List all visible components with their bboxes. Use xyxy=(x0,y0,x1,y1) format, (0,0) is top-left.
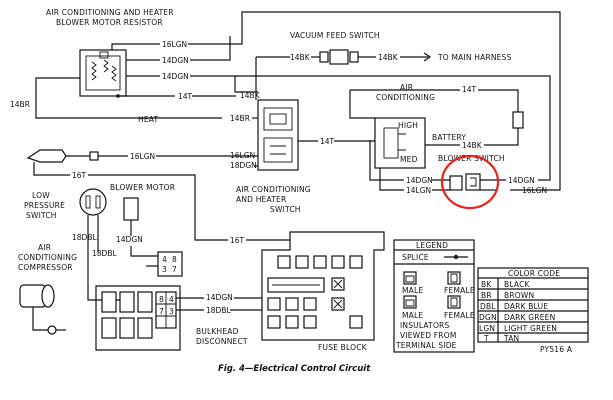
legend-female-1: FEMALE xyxy=(444,286,475,295)
legend-male-2: MALE xyxy=(402,311,423,320)
wire-label-16lgn-3: 16LGN xyxy=(522,186,547,195)
legend-male-1: MALE xyxy=(402,286,423,295)
low-pressure-label-2: PRESSURE xyxy=(24,201,65,210)
color-code-row: LIGHT GREEN xyxy=(504,324,557,333)
ac-heater-switch-label-1: AIR CONDITIONING xyxy=(236,185,311,194)
wire-label-16lgn-4: 16LGN xyxy=(130,152,155,161)
bulkhead-disconnect: 8 4 7 3 xyxy=(95,285,181,351)
conn-num-7b: 7 xyxy=(159,307,164,316)
bulkhead-label-2: DISCONNECT xyxy=(196,337,248,346)
conn-num-7a: 7 xyxy=(172,265,177,274)
legend-note-1: INSULATORS xyxy=(400,321,449,330)
wire-label-18dbl-3: 18DBL xyxy=(206,306,231,315)
color-code-row: DARK GREEN xyxy=(504,313,555,322)
low-pressure-switch xyxy=(79,188,107,216)
vacuum-switch-label: VACUUM FEED SWITCH xyxy=(290,31,380,40)
wire-label-14bk-1: 14BK xyxy=(290,53,311,62)
wire-label-14dgn-4: 14DGN xyxy=(508,176,535,185)
wire-label-14dgn-3: 14DGN xyxy=(406,176,433,185)
blower-motor-resistor xyxy=(79,49,127,97)
wire-label-16t-1: 16T xyxy=(72,171,87,180)
med-label: MED xyxy=(400,155,418,164)
color-code-row: BROWN xyxy=(504,291,534,300)
probe-connector xyxy=(26,149,128,163)
wire-label-14dgn-6: 14DGN xyxy=(206,293,233,302)
wire-label-16lgn-1: 16LGN xyxy=(162,40,187,49)
ac-heater-switch-label-3: SWITCH xyxy=(270,205,301,214)
wire-label-18dbl-2: 18DBL xyxy=(92,249,117,258)
wire-label-14t-3: 14T xyxy=(462,85,477,94)
fuse-block-label: FUSE BLOCK xyxy=(318,343,368,352)
legend-note-3: TERMINAL SIDE xyxy=(395,341,457,350)
wire-label-14br-2: 14BR xyxy=(230,114,250,123)
wire-label-14t-2: 14T xyxy=(320,137,335,146)
ac-heater-switch xyxy=(257,99,299,171)
bulkhead-label-1: BULKHEAD xyxy=(196,327,239,336)
high-label: HIGH xyxy=(398,121,418,130)
color-code-row: LGN xyxy=(479,324,495,333)
wire-label-14lgn: 14LGN xyxy=(406,186,431,195)
wire-label-14bk-2: 14BK xyxy=(378,53,399,62)
to-main-harness-label: TO MAIN HARNESS xyxy=(437,53,512,62)
ac-compressor xyxy=(19,284,66,335)
low-pressure-label-3: SWITCH xyxy=(26,211,57,220)
blower-switch xyxy=(374,117,426,169)
wire-label-18dgn: 18DGN xyxy=(230,161,257,170)
blower-switch-label: BLOWER SWITCH xyxy=(438,154,505,163)
ac-label-2: CONDITIONING xyxy=(376,93,435,102)
wire-label-14br-1: 14BR xyxy=(10,100,30,109)
resistor-label-1: AIR CONDITIONING AND HEATER xyxy=(46,8,174,17)
ac-label-1: AIR xyxy=(400,83,413,92)
conn-num-3a: 3 xyxy=(162,265,167,274)
highlight-circle xyxy=(440,154,500,210)
blower-connector: 4 8 3 7 xyxy=(157,251,183,277)
wire-label-14bk-4: 14BK xyxy=(462,141,483,150)
color-code-row: T xyxy=(483,334,489,343)
color-code-row: BK xyxy=(481,280,492,289)
legend-title: LEGEND xyxy=(416,241,448,250)
legend-box xyxy=(393,239,475,353)
conn-num-8a: 8 xyxy=(172,255,177,264)
fuse-block xyxy=(261,231,385,341)
compressor-label-3: COMPRESSOR xyxy=(18,263,73,272)
conn-num-3b: 3 xyxy=(169,307,174,316)
legend-splice: SPLICE xyxy=(402,253,429,262)
ac-heater-switch-label-2: AND HEATER xyxy=(236,195,286,204)
wire-label-16t-2: 16T xyxy=(230,236,245,245)
color-code-table xyxy=(477,267,589,343)
conn-num-4b: 4 xyxy=(169,295,174,304)
wire-label-14dgn-5: 14DGN xyxy=(116,235,143,244)
resistor-label-2: BLOWER MOTOR RESISTOR xyxy=(56,18,163,27)
battery-label: BATTERY xyxy=(432,133,466,142)
wire-label-14dgn-2: 14DGN xyxy=(162,72,189,81)
figure-id: PY516 A xyxy=(540,345,573,354)
color-code-title: COLOR CODE xyxy=(508,269,560,278)
wire-label-18dbl-1: 18DBL xyxy=(72,233,97,242)
low-pressure-label-1: LOW xyxy=(32,191,50,200)
color-code-row: BLACK xyxy=(504,280,531,289)
conn-num-8b: 8 xyxy=(159,295,164,304)
heat-label: HEAT xyxy=(138,115,159,124)
figure-caption: Fig. 4—Electrical Control Circuit xyxy=(218,364,371,374)
color-code-row: DBL xyxy=(480,302,496,311)
blower-motor xyxy=(123,197,139,236)
wire-label-14t-1: 14T xyxy=(178,92,193,101)
compressor-label-1: AIR xyxy=(38,243,51,252)
compressor-label-2: CONDITIONING xyxy=(18,253,77,262)
legend-female-2: FEMALE xyxy=(444,311,475,320)
color-code-row: TAN xyxy=(503,334,519,343)
wire-label-14bk-3: 14BK xyxy=(240,91,261,100)
color-code-row: DGN xyxy=(479,313,497,322)
wire-label-14dgn-1: 14DGN xyxy=(162,56,189,65)
conn-num-4a: 4 xyxy=(162,255,167,264)
legend-note-2: VIEWED FROM xyxy=(400,331,457,340)
blower-motor-label: BLOWER MOTOR xyxy=(110,183,175,192)
color-code-row: DARK BLUE xyxy=(504,302,548,311)
color-code-row: BR xyxy=(481,291,492,300)
